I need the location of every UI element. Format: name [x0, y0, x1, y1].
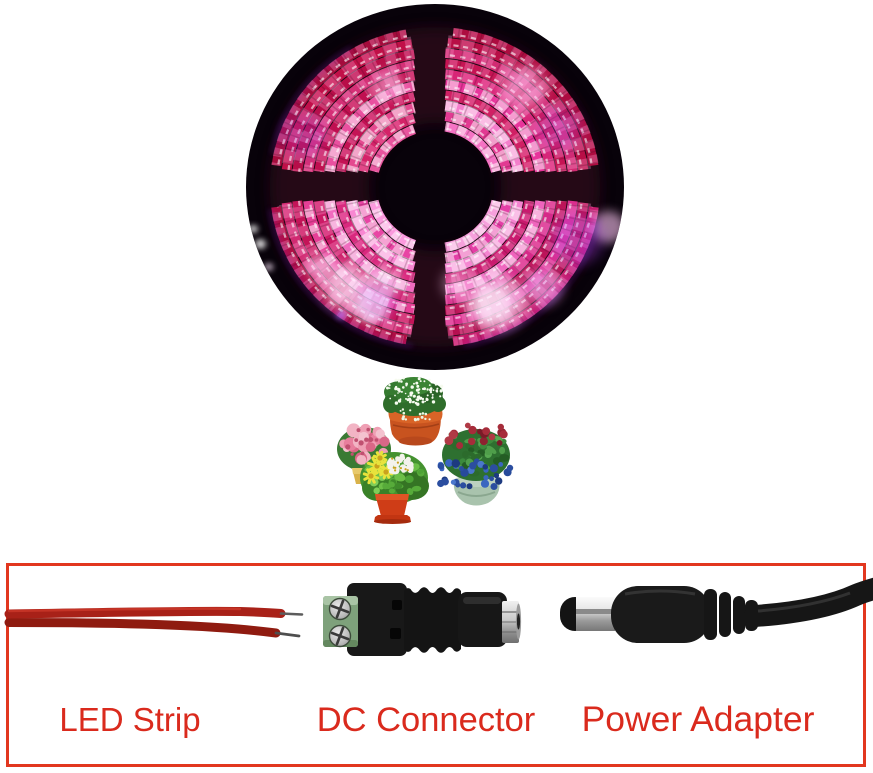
- svg-text:Power Adapter: Power Adapter: [582, 699, 815, 739]
- svg-text:LED Strip: LED Strip: [59, 701, 200, 738]
- svg-text:DC Connector: DC Connector: [317, 701, 536, 739]
